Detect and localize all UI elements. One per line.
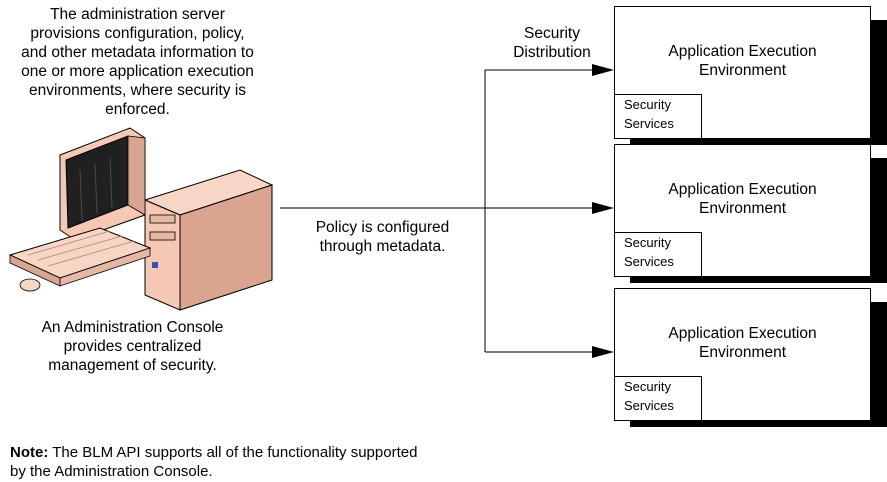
title-line: Application Execution [668, 43, 817, 60]
svc-line: Services [624, 254, 674, 269]
note-bold: Note: [10, 444, 49, 461]
environment-title: Application Execution Environment [615, 324, 870, 362]
svc-line: Security [624, 379, 671, 394]
server-description: The administration server provisions con… [0, 5, 275, 119]
caption-line: management of security. [48, 357, 217, 374]
label-line: Distribution [513, 44, 591, 61]
title-line: Environment [698, 62, 786, 79]
security-distribution-label: Security Distribution [492, 24, 612, 62]
arrow-icon [592, 64, 614, 76]
svc-line: Services [624, 116, 674, 131]
security-services-box: Security Services [615, 94, 702, 138]
svc-line: Services [624, 398, 674, 413]
policy-label: Policy is configured through metadata. [290, 218, 475, 256]
arrow-icon [592, 202, 614, 214]
svc-line: Security [624, 235, 671, 250]
caption-line: provisions configuration, policy, [30, 25, 245, 42]
caption-line: one or more application execution [21, 63, 254, 80]
caption-line: The administration server [50, 6, 225, 23]
security-services-box: Security Services [615, 232, 702, 276]
environment-title: Application Execution Environment [615, 42, 870, 80]
note-text: Note: The BLM API supports all of the fu… [10, 443, 610, 481]
title-line: Environment [698, 344, 786, 361]
arrow-icon [592, 346, 614, 358]
security-services-box: Security Services [615, 376, 702, 420]
title-line: Environment [698, 200, 786, 217]
caption-line: An Administration Console [41, 319, 224, 336]
environment-box-1: Application Execution Environment Securi… [614, 6, 871, 139]
label-line: Policy is configured [315, 219, 450, 236]
svc-line: Security [624, 97, 671, 112]
caption-line: and other metadata information to [21, 44, 254, 61]
label-line: through metadata. [319, 238, 446, 255]
environment-title: Application Execution Environment [615, 180, 870, 218]
note-line-2: by the Administration Console. [10, 463, 213, 480]
computer-icon [8, 127, 274, 311]
note-line-1: Note: The BLM API supports all of the fu… [10, 443, 610, 462]
caption-line: enforced. [105, 101, 170, 118]
title-line: Application Execution [668, 181, 817, 198]
environment-box-2: Application Execution Environment Securi… [614, 144, 871, 277]
caption-line: environments, where security is [28, 82, 247, 99]
label-line: Security [524, 25, 580, 42]
console-caption: An Administration Console provides centr… [0, 318, 265, 375]
title-line: Application Execution [668, 325, 817, 342]
caption-line: provides centralized [63, 338, 202, 355]
environment-box-3: Application Execution Environment Securi… [614, 288, 871, 421]
note-rest: The BLM API supports all of the function… [48, 444, 418, 461]
